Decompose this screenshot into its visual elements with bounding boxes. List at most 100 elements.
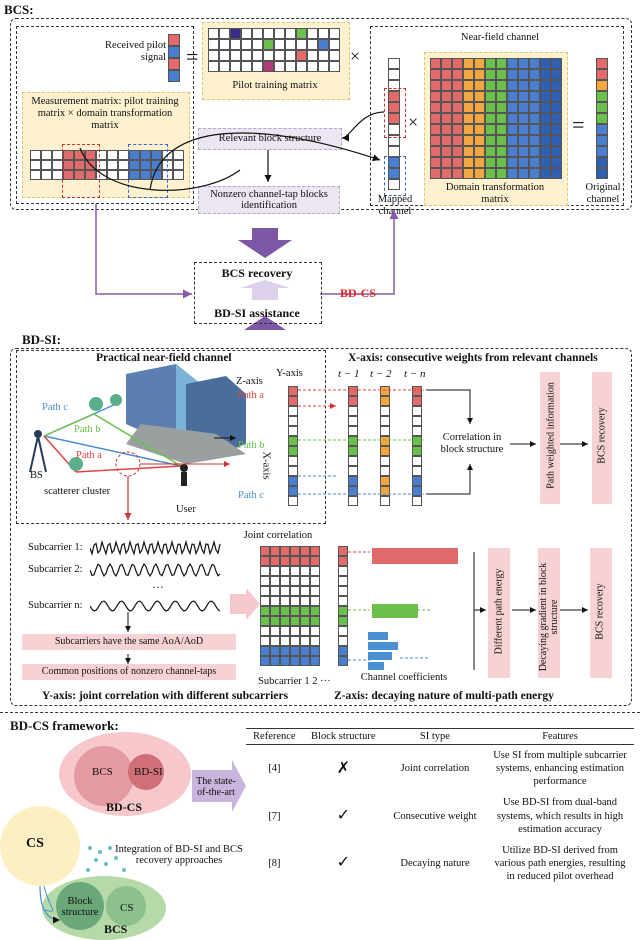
matrix-cell xyxy=(463,80,474,91)
matrix-cell xyxy=(41,170,52,180)
matrix-cell xyxy=(474,113,485,124)
matrix-cell xyxy=(30,170,41,180)
matrix-cell xyxy=(310,626,320,636)
matrix-cell xyxy=(96,160,107,170)
matrix-cell xyxy=(551,146,562,157)
matrix-cell xyxy=(300,626,310,636)
matrix-cell xyxy=(63,150,74,160)
matrix-cell xyxy=(507,91,518,102)
fw-bcs-bottom: BCS xyxy=(104,922,128,936)
matrix-cell xyxy=(551,69,562,80)
matrix-cell xyxy=(441,80,452,91)
vector-cell xyxy=(288,476,298,486)
matrix-cell xyxy=(441,113,452,124)
matrix-cell xyxy=(430,69,441,80)
matrix-cell xyxy=(270,596,280,606)
matrix-cell xyxy=(260,566,270,576)
matrix-cell xyxy=(307,50,318,61)
matrix-cell xyxy=(280,606,290,616)
matrix-cell xyxy=(540,135,551,146)
matrix-cell xyxy=(452,135,463,146)
matrix-cell xyxy=(529,80,540,91)
matrix-cell xyxy=(300,546,310,556)
matrix-cell xyxy=(208,28,219,39)
bcs-recovery-label: BCS recovery xyxy=(221,266,293,280)
matrix-cell xyxy=(529,146,540,157)
matrix-cell xyxy=(551,113,562,124)
vector-cell xyxy=(596,124,608,135)
vector-cell xyxy=(288,456,298,466)
vector-cell xyxy=(338,656,348,666)
matrix-cell xyxy=(474,135,485,146)
matrix-cell xyxy=(129,150,140,160)
matrix-cell xyxy=(430,58,441,69)
matrix-cell xyxy=(270,606,280,616)
vector-cell xyxy=(388,69,400,80)
matrix-cell xyxy=(507,124,518,135)
matrix-cell xyxy=(463,124,474,135)
matrix-cell xyxy=(452,69,463,80)
matrix-cell xyxy=(463,135,474,146)
matrix-cell xyxy=(441,124,452,135)
t-minus-n: t − n xyxy=(404,368,426,380)
matrix-cell xyxy=(85,170,96,180)
vector-cell xyxy=(338,596,348,606)
pilot-matrix-label: Pilot training matrix xyxy=(232,80,318,91)
matrix-cell xyxy=(219,28,230,39)
row-mark: ✗ xyxy=(336,759,350,777)
matrix-cell xyxy=(507,168,518,179)
matrix-cell xyxy=(241,28,252,39)
path-weighted-box xyxy=(540,372,560,504)
matrix-cell xyxy=(452,157,463,168)
matrix-cell xyxy=(507,113,518,124)
matrix-cell xyxy=(208,39,219,50)
matrix-cell xyxy=(260,626,270,636)
matrix-cell xyxy=(290,546,300,556)
matrix-cell xyxy=(463,113,474,124)
x-axis-lines xyxy=(214,389,588,495)
matrix-cell xyxy=(474,69,485,80)
matrix-cell xyxy=(241,39,252,50)
vector-cell xyxy=(348,466,358,476)
vector-cell xyxy=(288,466,298,476)
t-minus-1: t − 1 xyxy=(338,368,360,380)
matrix-cell xyxy=(300,586,310,596)
bar-green xyxy=(372,604,418,618)
matrix-cell xyxy=(551,102,562,113)
matrix-cell xyxy=(441,69,452,80)
matrix-cell xyxy=(296,28,307,39)
equals-sign-1: = xyxy=(186,44,199,69)
matrix-cell xyxy=(280,556,290,566)
matrix-cell xyxy=(173,150,184,160)
y-axis-label: Y-axis xyxy=(276,368,303,379)
path-weighted-label: Path weighted information xyxy=(545,382,557,489)
matrix-cell xyxy=(260,596,270,606)
vector-cell xyxy=(596,157,608,168)
matrix-cell xyxy=(551,80,562,91)
matrix-cell xyxy=(452,58,463,69)
vector-cell xyxy=(596,69,608,80)
matrix-cell xyxy=(529,157,540,168)
joint-vector xyxy=(338,546,348,666)
subcarrier-arrows xyxy=(125,551,588,670)
diff-energy-label: Different path energy xyxy=(493,568,505,655)
matrix-cell xyxy=(260,556,270,566)
matrix-cell xyxy=(430,146,441,157)
matrix-cell xyxy=(474,146,485,157)
vector-cell xyxy=(380,456,390,466)
matrix-cell xyxy=(300,636,310,646)
matrix-cell xyxy=(496,157,507,168)
vector-cell xyxy=(412,416,422,426)
equals-sign-2: = xyxy=(572,112,585,137)
matrix-cell xyxy=(430,102,441,113)
vector-cell xyxy=(412,466,422,476)
matrix-cell xyxy=(241,61,252,72)
matrix-cell xyxy=(463,69,474,80)
matrix-cell xyxy=(463,91,474,102)
vector-cell xyxy=(380,466,390,476)
bcs-recovery-box xyxy=(194,262,322,324)
matrix-cell xyxy=(310,596,320,606)
matrix-cell xyxy=(310,586,320,596)
matrix-cell xyxy=(441,168,452,179)
vector-cell xyxy=(338,566,348,576)
